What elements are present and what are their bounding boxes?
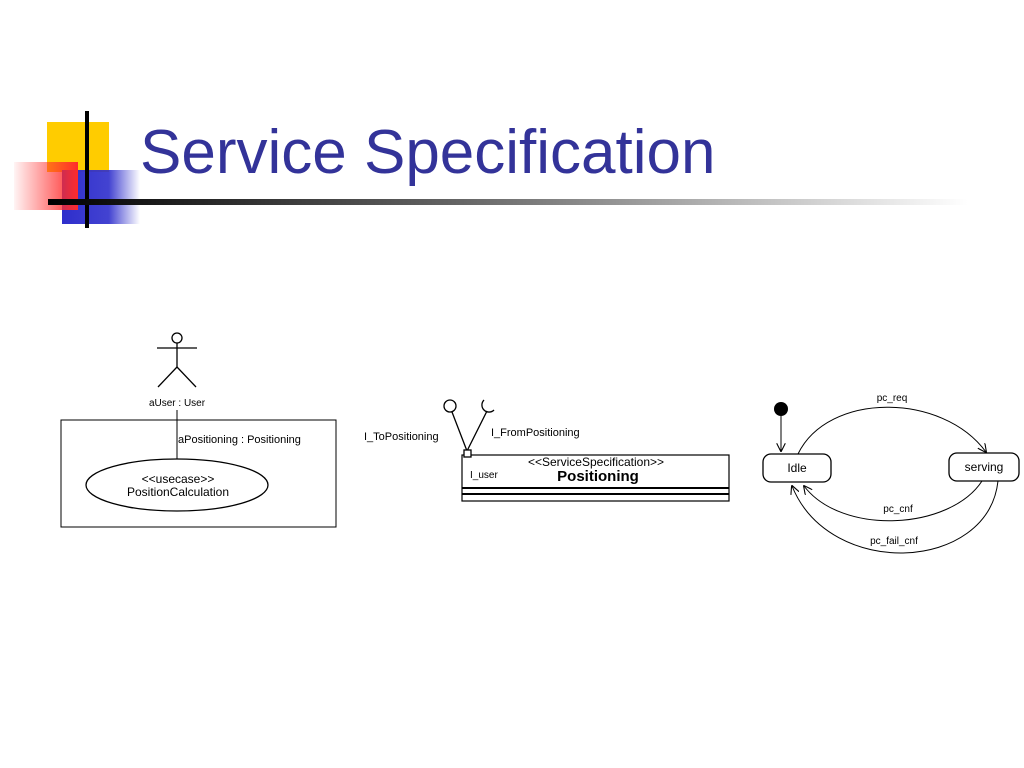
slide-title: Service Specification: [140, 118, 716, 187]
required-interface-label: I_FromPositioning: [491, 427, 580, 439]
actor-label: aUser : User: [149, 398, 206, 409]
usecase-stereotype: <<usecase>>: [142, 472, 215, 486]
service-name: Positioning: [557, 468, 639, 485]
required-interface-socket: [466, 399, 495, 452]
usecase-name: PositionCalculation: [127, 485, 229, 499]
subject-boundary: [60, 419, 337, 528]
state-serving-label: serving: [965, 460, 1004, 474]
provided-interface-label: I_ToPositioning: [364, 431, 439, 443]
state-idle-label: Idle: [787, 461, 807, 475]
transition-pc-fail-cnf: [792, 480, 999, 554]
initial-state: [774, 402, 788, 416]
title-ornament: [14, 111, 968, 228]
deco-underline: [48, 199, 968, 205]
usecase-ellipse: [85, 458, 269, 512]
transition-pc-req: [797, 406, 986, 455]
service-spec-diagram: I_ToPositioning I_FromPositioning I_user…: [364, 399, 730, 502]
deco-vertical-bar: [85, 111, 89, 228]
transition-pc-cnf-label: pc_cnf: [883, 504, 913, 515]
actor-stick-figure: [157, 332, 197, 388]
state-machine-diagram: Idle serving pc_req pc_cnf pc_fail_cnf: [762, 393, 1020, 554]
service-stereotype: <<ServiceSpecification>>: [528, 455, 664, 469]
transition-pc-fail-cnf-label: pc_fail_cnf: [870, 536, 918, 547]
state-idle: [762, 453, 832, 483]
usecase-diagram: aUser : User aPositioning : Positioning …: [60, 332, 337, 528]
port-square: [463, 449, 472, 458]
provided-interface-lollipop: [443, 399, 468, 452]
transition-pc-cnf: [804, 480, 983, 522]
port-label: I_user: [470, 470, 498, 481]
part-label: aPositioning : Positioning: [178, 434, 301, 446]
transition-pc-req-label: pc_req: [877, 393, 908, 404]
